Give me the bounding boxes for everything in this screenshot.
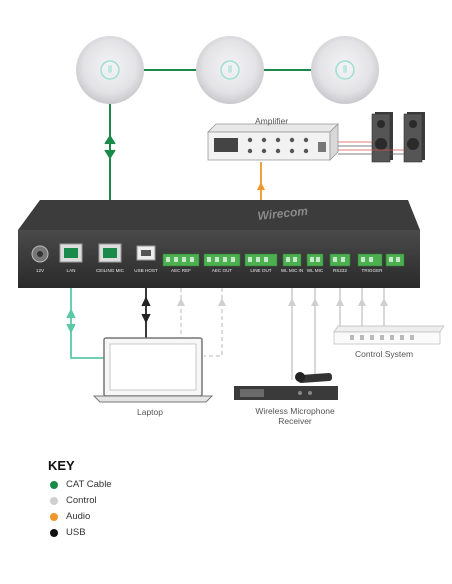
control-system <box>333 325 445 345</box>
amplifier <box>207 123 339 161</box>
device-brand: Wirecom <box>257 204 309 223</box>
control-system-label: Control System <box>355 349 414 359</box>
key-item-usb: USB <box>50 527 86 538</box>
speaker-wires <box>338 141 404 155</box>
dsp-device: Wirecom <box>18 200 420 288</box>
key-label-audio: Audio <box>66 511 91 522</box>
cat-arrow-ceiling <box>104 134 116 160</box>
control-arrows <box>177 298 388 306</box>
port-ceiling-mic: CEILING MIC <box>96 268 125 273</box>
key-item-cat: CAT Cable <box>50 479 112 490</box>
port-power: 12V <box>36 268 45 273</box>
port-aec-ref: AEC REF <box>171 268 191 273</box>
port-wl-mic: WL MIC <box>307 268 324 273</box>
key-item-control: Control <box>50 495 97 506</box>
key-label-control: Control <box>66 495 97 506</box>
port-aec-out: AEC OUT <box>212 268 233 273</box>
key-dot-usb <box>50 528 58 537</box>
port-lan: LAN <box>67 268 76 273</box>
speaker-left <box>371 112 393 163</box>
key-dot-audio <box>50 512 58 521</box>
audio-arrow <box>257 182 265 190</box>
port-wl-mic-in: WL MIC IN <box>281 268 303 273</box>
key-label-cat: CAT Cable <box>66 479 112 490</box>
port-rs232: RS232 <box>333 268 347 273</box>
key-dot-control <box>50 496 58 505</box>
ceiling-mic-2 <box>196 36 264 104</box>
key-item-audio: Audio <box>50 511 90 522</box>
amplifier-label: Amplifier <box>255 116 289 126</box>
cat-arrow-lan <box>66 308 76 334</box>
port-labels: 12V LAN CEILING MIC USB HOST AEC REF AEC… <box>36 268 383 273</box>
key-label-usb: USB <box>66 527 86 538</box>
usb-arrow <box>141 296 151 324</box>
key-dot-cat <box>50 480 58 489</box>
cat-cable-lan <box>70 288 104 359</box>
laptop <box>92 337 214 403</box>
ceiling-mic-1 <box>76 36 144 104</box>
wireless-receiver <box>234 372 338 400</box>
laptop-label: Laptop <box>137 407 163 417</box>
speaker-right <box>403 112 425 163</box>
port-usb-host: USB HOST <box>134 268 158 273</box>
port-trigger: TRIGGER <box>362 268 384 273</box>
port-line-out: LINE OUT <box>250 268 271 273</box>
wireless-receiver-label: Wireless Microphone Receiver <box>255 406 335 426</box>
key-title: KEY <box>48 458 75 473</box>
ceiling-mic-3 <box>311 36 379 104</box>
